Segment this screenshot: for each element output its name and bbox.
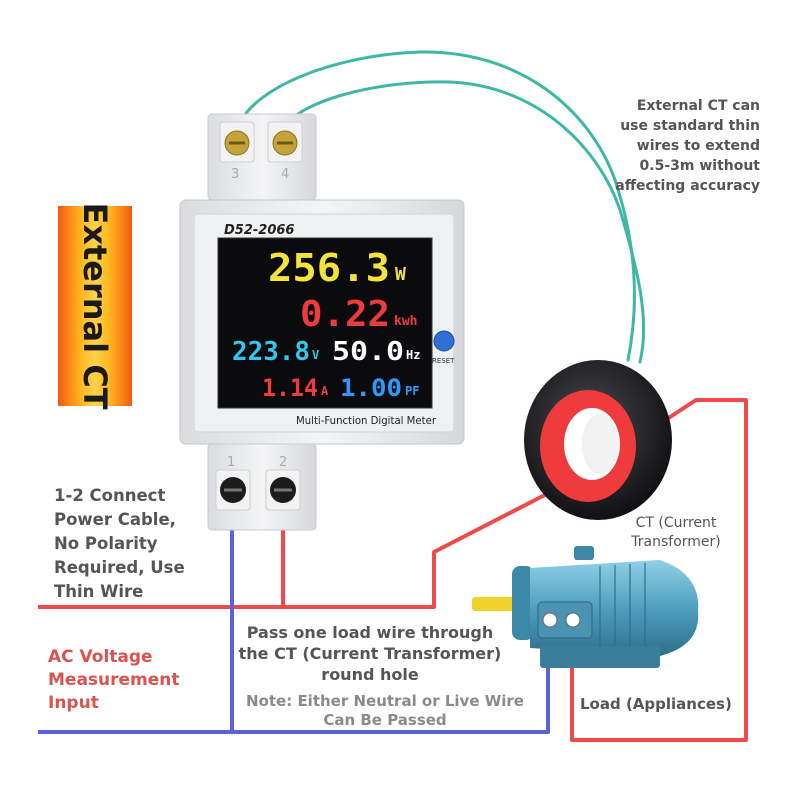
motor — [472, 546, 699, 668]
either-wire-line: Can Be Passed — [323, 711, 447, 729]
reset-button[interactable] — [433, 330, 455, 352]
either-wire-line: Note: Either Neutral or Live Wire — [246, 692, 524, 710]
motor-terminal-box — [537, 601, 593, 639]
ac-input-label: AC Voltage Measurement Input — [48, 646, 218, 715]
terminal-3-label: 3 — [231, 167, 239, 182]
connection-note-line: 1-2 Connect — [54, 486, 166, 505]
model-label: D52-2066 — [224, 223, 294, 238]
ct-note-line: use standard thin — [620, 118, 760, 134]
ct-label-line: CT (Current — [635, 515, 717, 531]
connection-note-line: Power Cable, — [54, 510, 176, 529]
voltage-value: 223.8 — [232, 337, 310, 367]
ct-ring — [524, 360, 672, 520]
external-ct-banner: External CT — [58, 202, 132, 410]
lcd-display — [217, 237, 433, 409]
ct-note-line: External CT can — [636, 98, 760, 114]
motor-flange — [512, 566, 534, 640]
pass-wire-line: Pass one load wire through — [246, 623, 494, 642]
reset-label: RESET — [432, 357, 455, 365]
pf-value: 1.00 — [340, 374, 402, 402]
ac-input-line: Input — [48, 693, 99, 713]
frequency-value: 50.0 — [332, 337, 404, 367]
power-unit: W — [395, 264, 406, 285]
motor-terminal-right — [565, 612, 581, 628]
device-name: Multi-Function Digital Meter — [296, 415, 437, 427]
ct-label-line: Transformer) — [631, 534, 721, 550]
ct-note-line: 0.5-3m without — [639, 158, 760, 174]
terminal-1-label: 1 — [227, 455, 235, 470]
connection-note-line: Thin Wire — [54, 582, 144, 601]
current-unit: A — [321, 384, 329, 398]
pass-wire-note: Pass one load wire through the CT (Curre… — [232, 622, 508, 685]
energy-unit: kwh — [394, 314, 417, 329]
connection-note-line: Required, Use — [54, 558, 185, 577]
voltage-unit: V — [312, 348, 319, 362]
ct-sense-wires — [236, 50, 646, 364]
motor-shaft — [472, 597, 522, 611]
connection-note-line: No Polarity — [54, 534, 158, 553]
terminal-1 — [215, 469, 251, 511]
connection-note: 1-2 Connect Power Cable, No Polarity Req… — [54, 484, 244, 604]
digital-meter: 3 4 1 2 D52-2066 256.3 W 0.22 — [179, 113, 465, 531]
terminal-4-label: 4 — [281, 167, 289, 182]
ac-input-line: Measurement — [48, 670, 180, 690]
either-wire-note: Note: Either Neutral or Live Wire Can Be… — [232, 692, 538, 730]
terminal-4 — [267, 121, 303, 163]
terminal-2 — [265, 469, 301, 511]
energy-value: 0.22 — [300, 294, 390, 335]
terminal-2-label: 2 — [279, 455, 287, 470]
ct-note-line: wires to extend — [636, 138, 760, 154]
pf-unit: PF — [405, 384, 419, 398]
pass-wire-line: round hole — [321, 665, 419, 684]
live-wire-input — [38, 398, 748, 742]
ac-input-line: AC Voltage — [48, 647, 153, 667]
ct-extension-note: External CT can use standard thin wires … — [600, 96, 760, 196]
motor-terminal-left — [542, 612, 558, 628]
current-value: 1.14 — [262, 374, 318, 402]
frequency-unit: Hz — [406, 348, 420, 362]
pass-wire-line: the CT (Current Transformer) — [238, 644, 502, 663]
ct-wire-b — [282, 80, 646, 364]
load-label: Load (Appliances) — [580, 695, 732, 713]
ct-label: CT (Current Transformer) — [616, 514, 736, 552]
ct-note-line: affecting accuracy — [615, 178, 760, 194]
power-value: 256.3 — [268, 246, 390, 290]
external-ct-title: External CT — [76, 202, 114, 410]
terminal-3 — [219, 121, 255, 163]
